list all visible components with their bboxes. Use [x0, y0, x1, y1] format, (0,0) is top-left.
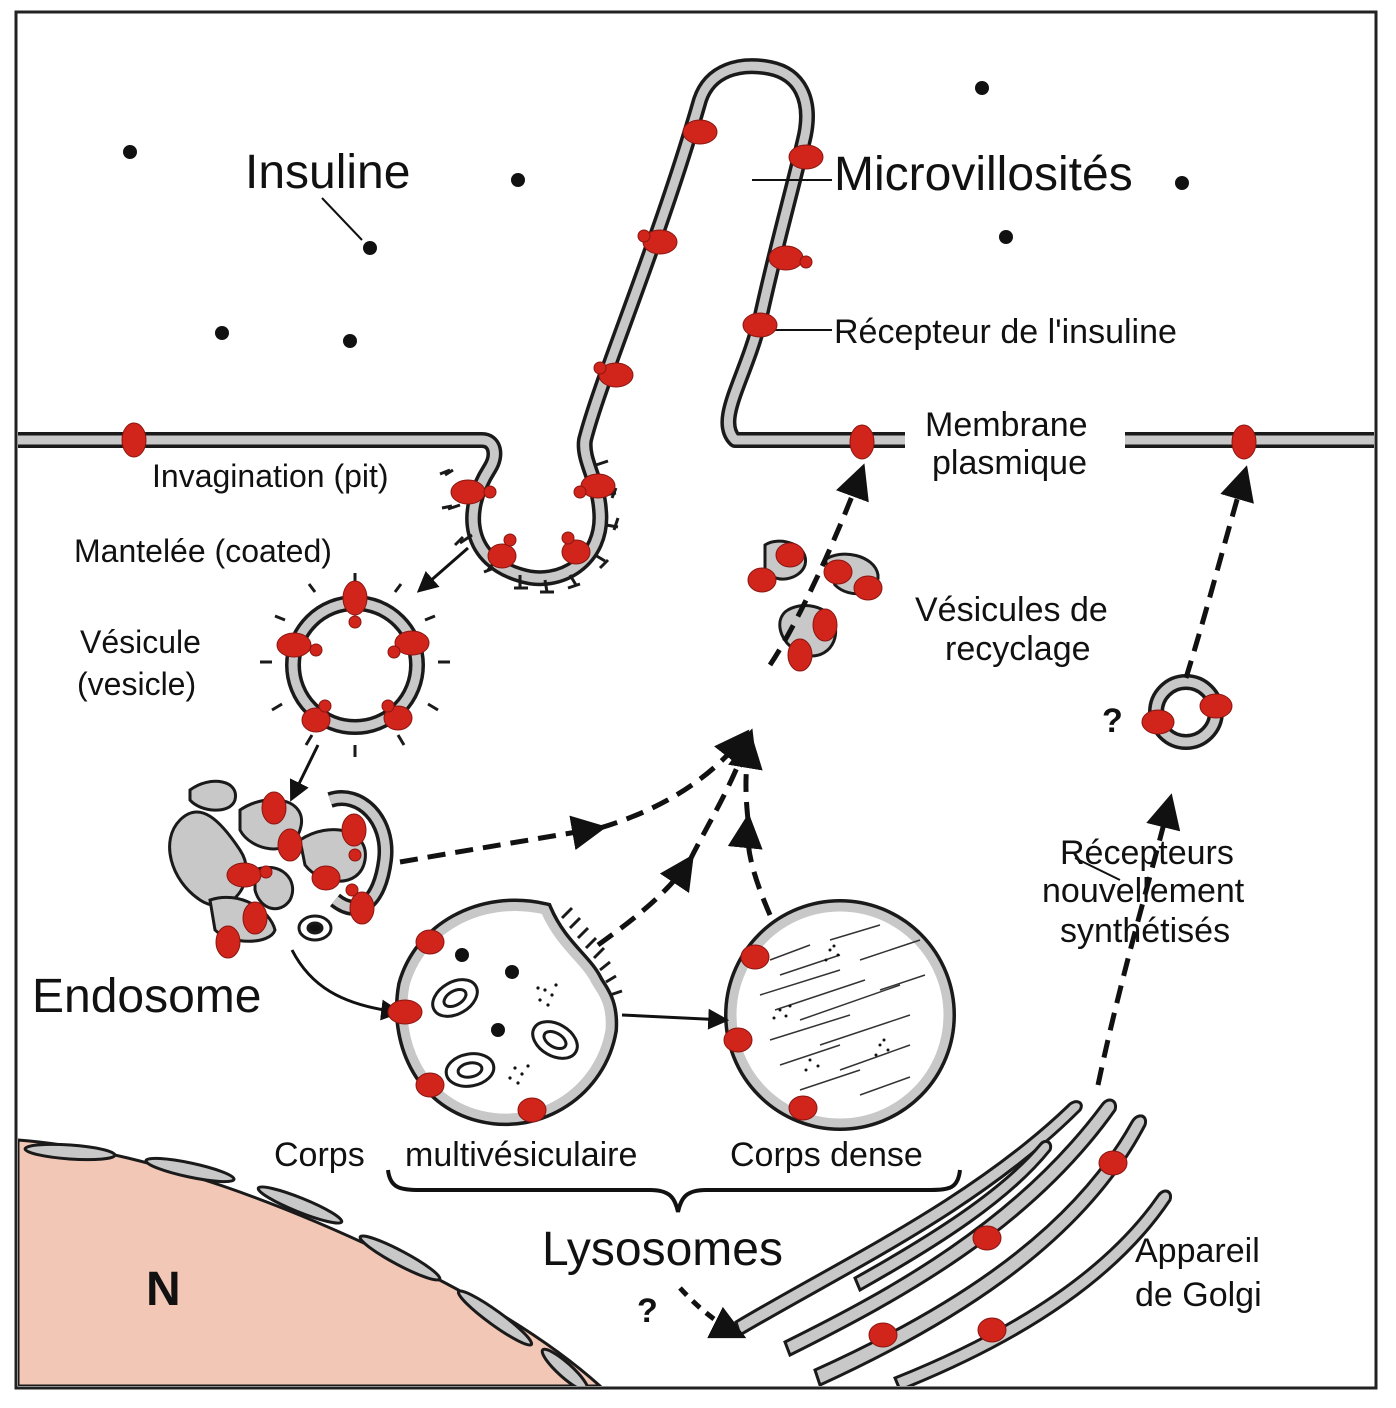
arrow-pit-to-vesicle [416, 546, 469, 593]
label-endosome: Endosome [32, 970, 261, 1023]
label-plasmique: plasmique [932, 444, 1087, 482]
label-recyclage: recyclage [945, 630, 1091, 668]
insulin-receptors [121, 119, 1257, 1348]
arrow-endosome-to-mvb [290, 949, 403, 1021]
label-microvillosites: Microvillosités [834, 148, 1133, 201]
arrow-mvb-to-dense [621, 1008, 730, 1030]
arrow-endosome-to-recycling [399, 815, 607, 865]
arrow-vesicle-to-endosome [289, 744, 320, 802]
label-mantelee: Mantelée (coated) [74, 533, 332, 569]
label-nouvellement: nouvellement [1042, 872, 1245, 910]
arrow-mvb-to-recycling [596, 854, 694, 948]
label-multivesiculaire: multivésiculaire [405, 1136, 637, 1174]
label-membrane: Membrane [925, 406, 1088, 444]
label-appareil: Appareil [1135, 1232, 1260, 1270]
label-vesicules-de: Vésicules de [915, 591, 1108, 629]
label-synthetises: synthétisés [1060, 912, 1230, 950]
label-insuline: Insuline [245, 146, 410, 199]
label-vesicle: (vesicle) [77, 666, 196, 702]
figure-frame [14, 10, 1378, 1390]
label-nucleus: N [146, 1263, 181, 1316]
leader-lines [321, 179, 1121, 881]
multivesicular-body [394, 898, 623, 1127]
solid-arrows [289, 546, 730, 1030]
label-de-golgi: de Golgi [1135, 1276, 1262, 1314]
arrow-lysosomes-to-golgi [678, 1286, 747, 1339]
label-recepteur-insuline: Récepteur de l'insuline [834, 313, 1177, 351]
label-recepteurs: Récepteurs [1060, 834, 1234, 872]
lysosomes-brace [386, 1169, 962, 1213]
arrow-dense-to-recycling [727, 813, 773, 916]
label-corps: Corps [274, 1136, 365, 1174]
label-question-lysosomes: ? [637, 1292, 658, 1330]
arrow-golgi-to-membrane [1095, 793, 1181, 1086]
label-question-transport: ? [1102, 702, 1123, 740]
label-corps-dense: Corps dense [730, 1136, 923, 1174]
nucleus [18, 1138, 603, 1386]
label-vesicule: Vésicule [80, 624, 201, 660]
label-invagination: Invagination (pit) [152, 458, 389, 494]
label-lysosomes: Lysosomes [542, 1223, 783, 1276]
insulin-molecules [123, 81, 1189, 348]
nuclear-envelope-pores [23, 1142, 590, 1386]
pathway-arrows [399, 463, 1254, 1339]
dense-body [724, 899, 956, 1131]
plasma-membrane [18, 58, 1374, 587]
